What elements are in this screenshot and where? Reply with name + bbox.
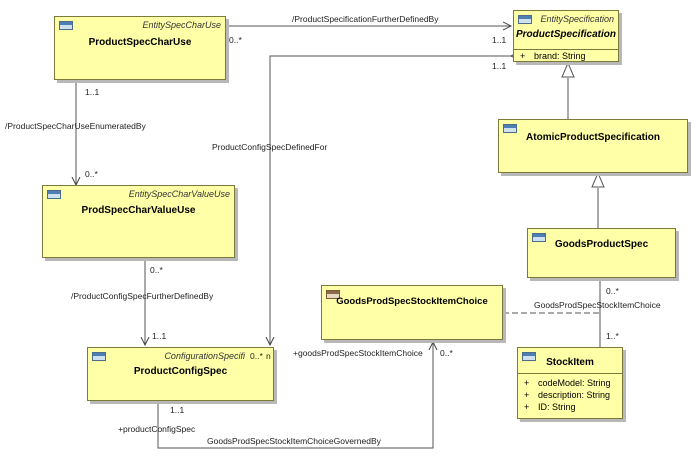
- class-name: ProductSpecification: [515, 29, 616, 40]
- multiplicity-label: 1..1: [152, 331, 167, 341]
- stereotype-label: EntitySpecCharValueUse: [128, 189, 230, 199]
- label-further-defined-by: /ProductSpecificationFurtherDefinedBy: [292, 14, 439, 24]
- class-product-config-spec[interactable]: ConfigurationSpecifi ProductConfigSpec: [87, 347, 274, 401]
- label-goods-choice-role: +goodsProdSpecStockItemChoice: [293, 348, 423, 358]
- multiplicity-label: 0..*: [606, 286, 619, 296]
- multiplicity-label: 1..1: [492, 61, 507, 71]
- attribute-text: brand: String: [534, 51, 586, 61]
- multiplicity-label: 0..*: [150, 265, 163, 275]
- class-name: AtomicProductSpecification: [526, 132, 660, 143]
- class-name: ProductConfigSpec: [133, 366, 228, 377]
- label-config-spec-further-defined-by: /ProductConfigSpecFurtherDefinedBy: [71, 291, 214, 301]
- class-icon: [47, 190, 61, 199]
- attribute-row: + description: String: [518, 389, 622, 401]
- class-icon: [59, 21, 73, 30]
- attribute-row: + brand: String: [514, 50, 618, 62]
- multiplicity-label: 0..*: [229, 35, 242, 45]
- class-icon: [532, 233, 546, 242]
- visibility-marker: +: [524, 390, 530, 400]
- stereotype-label: ConfigurationSpecifi: [164, 351, 245, 361]
- class-name: ProductSpecCharUse: [88, 37, 192, 48]
- attribute-compartment: + brand: String: [514, 49, 618, 62]
- class-icon: [518, 15, 532, 24]
- attribute-compartment: +codeModel: String +description: String …: [518, 373, 622, 413]
- class-prod-spec-char-value-use[interactable]: EntitySpecCharValueUse ProdSpecCharValue…: [42, 185, 235, 258]
- label-choice-governed-by: GoodsProdSpecStockItemChoiceGovernedBy: [207, 436, 381, 446]
- attribute-text: ID: String: [538, 402, 576, 412]
- visibility-marker: +: [524, 402, 530, 412]
- attribute-row: + ID: String: [518, 401, 622, 413]
- generalization-triangle-1: [561, 61, 575, 78]
- multiplicity-label: 1..1: [492, 35, 507, 45]
- multiplicity-label: n: [266, 351, 271, 361]
- multiplicity-label: 0..*: [85, 169, 98, 179]
- class-name: StockItem: [546, 357, 594, 368]
- association-class-icon: [326, 290, 340, 299]
- class-product-spec-char-use[interactable]: EntitySpecCharUse ProductSpecCharUse: [54, 16, 226, 80]
- stereotype-label: EntitySpecCharUse: [142, 20, 221, 30]
- label-config-spec-role: +productConfigSpec: [118, 424, 196, 434]
- class-stock-item[interactable]: StockItem + codeModel: String + descriptio…: [517, 347, 623, 419]
- class-goods-product-spec[interactable]: GoodsProductSpec: [527, 228, 676, 278]
- class-atomic-product-specification[interactable]: AtomicProductSpecification: [498, 119, 688, 173]
- label-enumerated-by: /ProductSpecCharUseEnumeratedBy: [5, 121, 146, 131]
- attribute-row: + codeModel: String: [518, 377, 622, 389]
- multiplicity-label: 1..1: [170, 405, 185, 415]
- multiplicity-label: 1..*: [606, 331, 619, 341]
- assoc-config-spec-defined-for[interactable]: [270, 56, 511, 345]
- class-name: GoodsProductSpec: [554, 239, 649, 250]
- class-name: GoodsProdSpecStockItemChoice: [336, 296, 488, 307]
- visibility-marker: +: [520, 51, 526, 61]
- attribute-text: codeModel: String: [538, 378, 611, 388]
- class-icon: [503, 124, 517, 133]
- multiplicity-label: 0..*: [440, 348, 453, 358]
- attribute-text: description: String: [538, 390, 611, 400]
- multiplicity-label: 0..*: [250, 351, 263, 361]
- class-product-specification[interactable]: EntitySpecification ProductSpecification…: [513, 10, 619, 62]
- assoc-choice-governed-by[interactable]: [158, 342, 433, 449]
- generalization-triangle-2: [591, 171, 605, 188]
- label-goods-choice-assoc: GoodsProdSpecStockItemChoice: [534, 300, 661, 310]
- class-goods-prod-spec-stock-item-choice[interactable]: GoodsProdSpecStockItemChoice: [321, 285, 503, 340]
- stereotype-label: EntitySpecification: [540, 14, 614, 24]
- multiplicity-label: 1..1: [85, 87, 100, 97]
- label-config-spec-defined-for: ProductConfigSpecDefinedFor: [212, 142, 328, 152]
- class-icon: [522, 352, 536, 361]
- visibility-marker: +: [524, 378, 530, 388]
- class-name: ProdSpecCharValueUse: [81, 205, 196, 216]
- class-icon: [92, 352, 106, 361]
